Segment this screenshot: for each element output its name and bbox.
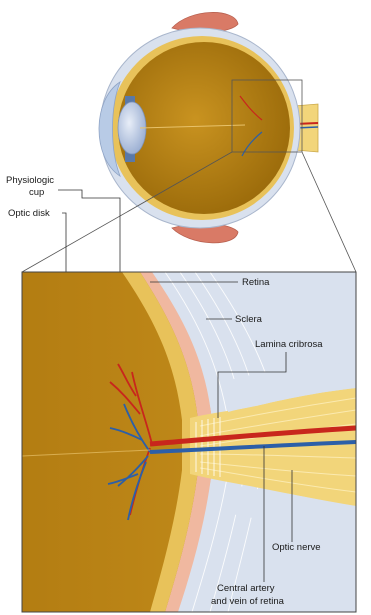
magnified-inset (22, 272, 356, 612)
projection-line-right (302, 152, 356, 272)
label-optic-disk: Optic disk (8, 208, 50, 219)
label-physiologic-cup-2: cup (29, 187, 44, 198)
label-sclera: Sclera (235, 314, 263, 325)
label-central-vessels-1: Central artery (217, 583, 275, 594)
label-physiologic-cup-1: Physiologic (6, 175, 54, 186)
label-retina: Retina (242, 277, 270, 288)
label-optic-nerve: Optic nerve (272, 542, 321, 553)
eyeball-overview (99, 12, 318, 242)
label-lamina-cribrosa: Lamina cribrosa (255, 339, 323, 350)
label-central-vessels-2: and vein of retina (211, 596, 285, 607)
